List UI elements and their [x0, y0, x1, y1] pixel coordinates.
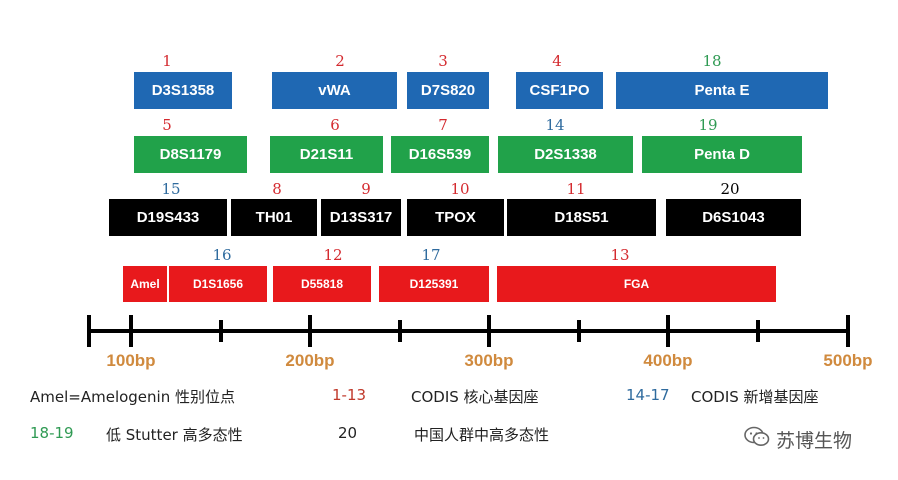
- marker-number: 1: [162, 52, 172, 70]
- marker-tpox: TPOX: [407, 199, 504, 236]
- legend-amel: Amel=Amelogenin 性别位点: [30, 388, 235, 406]
- marker-csf1po: CSF1PO: [516, 72, 603, 109]
- axis-line: [88, 329, 850, 333]
- axis-tick: [666, 315, 670, 347]
- legend-codis-new-label: CODIS 新增基因座: [691, 388, 819, 406]
- axis-tick: [846, 315, 850, 347]
- axis-tick: [129, 315, 133, 347]
- marker-d13s317: D13S317: [321, 199, 401, 236]
- axis-label: 300bp: [464, 351, 514, 370]
- marker-d2s1338: D2S1338: [498, 136, 633, 173]
- axis-tick: [577, 320, 581, 342]
- marker-number: 16: [212, 246, 232, 264]
- marker-number: 2: [335, 52, 345, 70]
- legend-chinese-num: 20: [338, 424, 358, 442]
- axis-tick: [219, 320, 223, 342]
- marker-fga: FGA: [497, 266, 776, 302]
- marker-d7s820: D7S820: [407, 72, 489, 109]
- axis-tick: [487, 315, 491, 347]
- marker-d6s1043: D6S1043: [666, 199, 801, 236]
- legend-low-stutter-label: 低 Stutter 高多态性: [106, 426, 243, 444]
- legend-codis-new-range: 14-17: [626, 386, 670, 404]
- marker-number: 8: [272, 180, 282, 198]
- marker-d8s1179: D8S1179: [134, 136, 247, 173]
- legend-chinese-label: 中国人群中高多态性: [414, 426, 550, 444]
- marker-penta-d: Penta D: [642, 136, 802, 173]
- wechat-icon: [744, 426, 776, 453]
- marker-d55818: D55818: [273, 266, 371, 302]
- marker-d16s539: D16S539: [391, 136, 489, 173]
- axis-label: 200bp: [285, 351, 335, 370]
- marker-d18s51: D18S51: [507, 199, 656, 236]
- legend-codis-core-label: CODIS 核心基因座: [411, 388, 539, 406]
- marker-number: 10: [450, 180, 470, 198]
- axis-label: 400bp: [643, 351, 693, 370]
- axis-label: 100bp: [106, 351, 156, 370]
- axis-tick: [398, 320, 402, 342]
- marker-d3s1358: D3S1358: [134, 72, 232, 109]
- marker-number: 6: [330, 116, 340, 134]
- marker-number: 3: [438, 52, 448, 70]
- marker-number: 9: [361, 180, 371, 198]
- marker-number: 18: [702, 52, 722, 70]
- marker-d19s433: D19S433: [109, 199, 227, 236]
- marker-number: 13: [610, 246, 630, 264]
- legend-low-stutter-range: 18-19: [30, 424, 74, 442]
- marker-number: 12: [323, 246, 343, 264]
- marker-number: 19: [698, 116, 718, 134]
- marker-number: 7: [438, 116, 448, 134]
- watermark-text: 苏博生物: [776, 430, 853, 452]
- marker-number: 4: [552, 52, 562, 70]
- marker-vwa: vWA: [272, 72, 397, 109]
- marker-d1s1656: D1S1656: [169, 266, 267, 302]
- marker-d125391: D125391: [379, 266, 489, 302]
- marker-d21s11: D21S11: [270, 136, 383, 173]
- marker-number: 5: [162, 116, 172, 134]
- marker-number: 15: [161, 180, 181, 198]
- axis-tick: [87, 315, 91, 347]
- marker-number: 20: [720, 180, 740, 198]
- marker-number: 14: [545, 116, 565, 134]
- legend-codis-core-range: 1-13: [332, 386, 367, 404]
- marker-number: 11: [566, 180, 586, 198]
- marker-amel: Amel: [123, 266, 167, 302]
- axis-tick: [756, 320, 760, 342]
- axis-label: 500bp: [823, 351, 873, 370]
- marker-th01: TH01: [231, 199, 317, 236]
- axis-tick: [308, 315, 312, 347]
- marker-number: 17: [421, 246, 441, 264]
- marker-penta-e: Penta E: [616, 72, 828, 109]
- watermark: 苏博生物: [744, 426, 852, 453]
